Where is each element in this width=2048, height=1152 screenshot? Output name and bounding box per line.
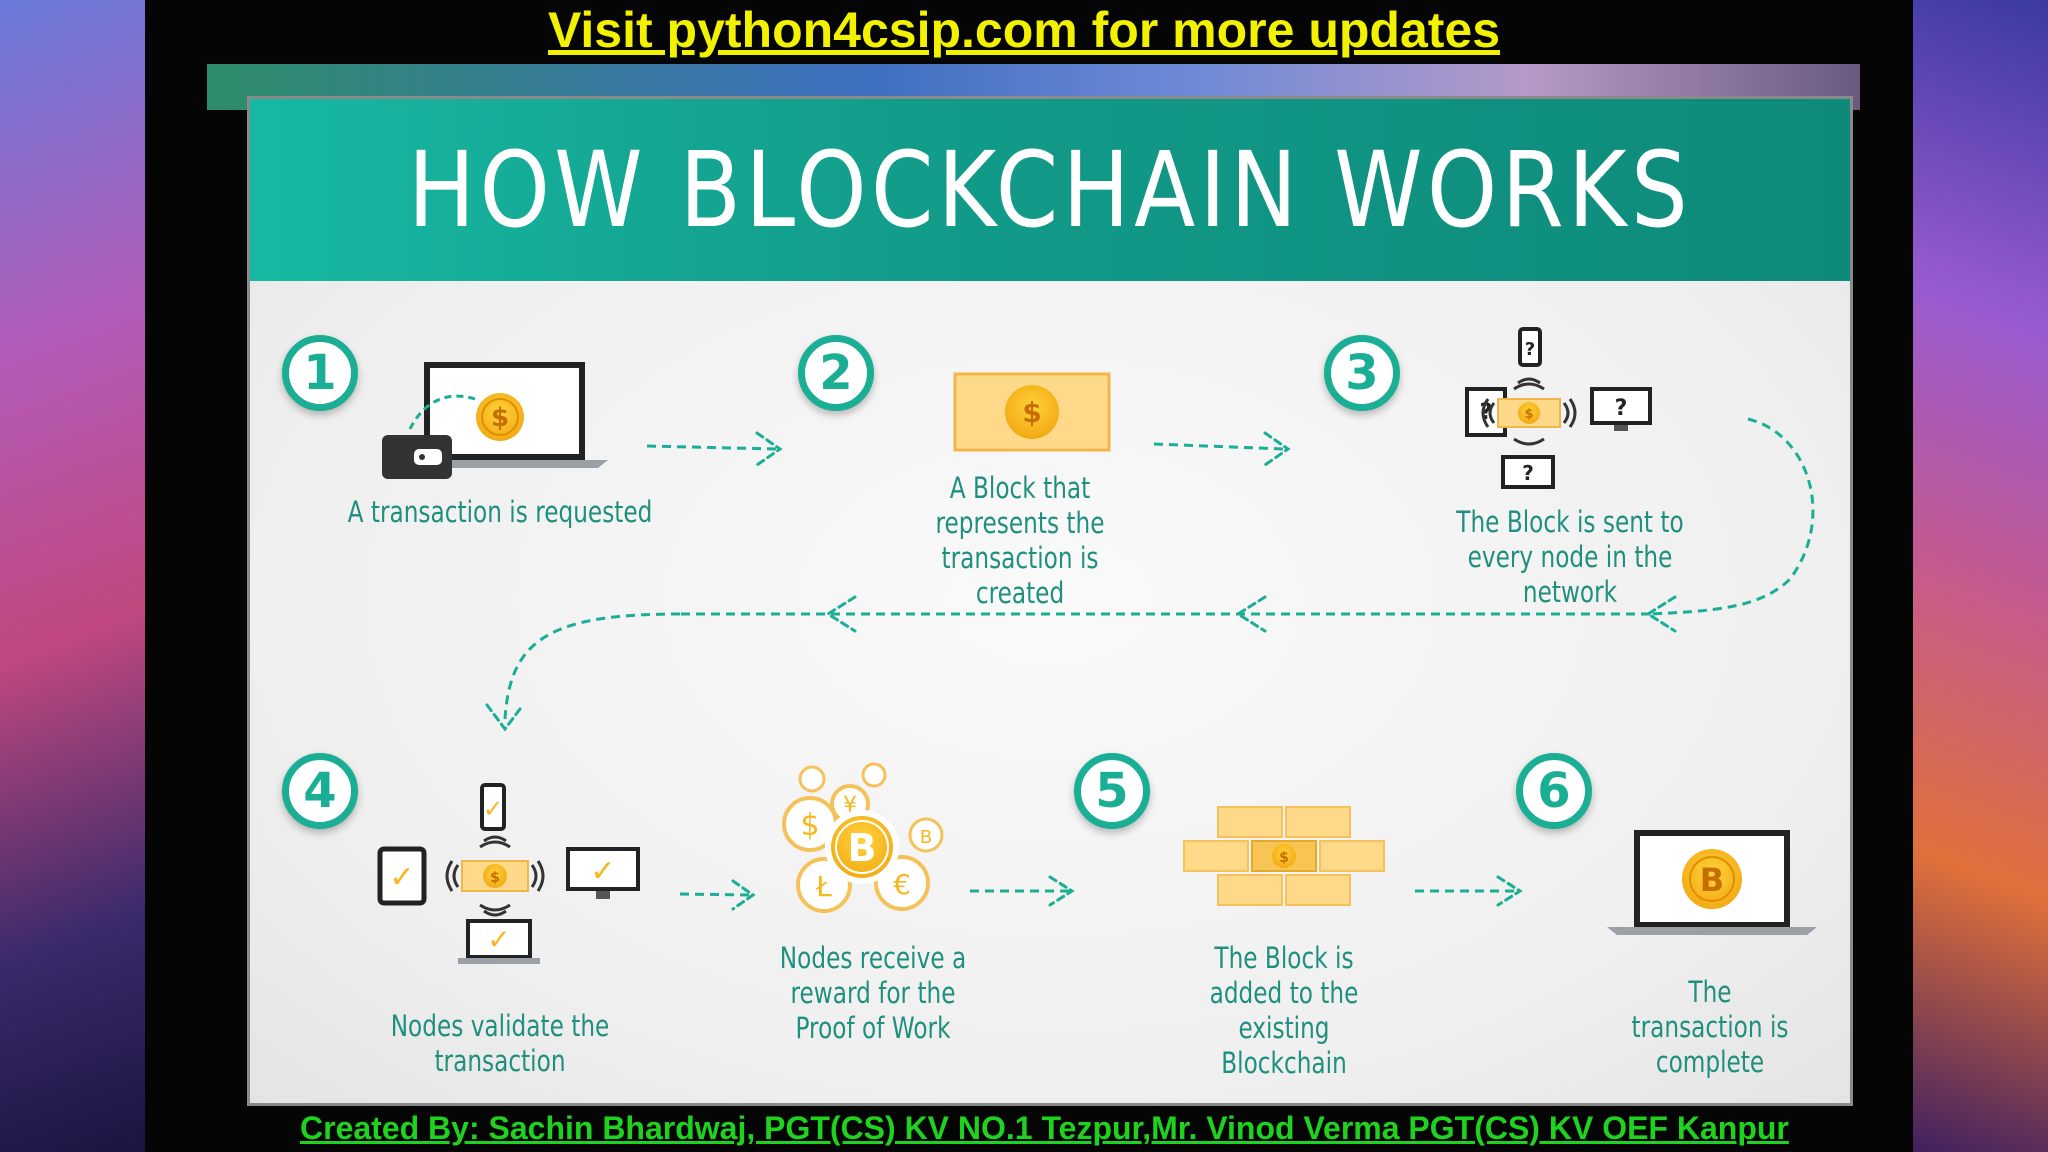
bitcoin-symbol: B (920, 827, 932, 848)
question-symbol: ? (1522, 461, 1534, 485)
network-broadcast-icon: ? ? ? ? $ (1465, 327, 1652, 489)
euro-symbol: € (893, 868, 911, 901)
caption-reward: Nodes receive a reward for the Proof of … (779, 941, 967, 1045)
caption-step-2: A Block that represents the transaction … (935, 471, 1105, 610)
step-number-6: 6 (1516, 753, 1592, 829)
background-right-panel (1913, 0, 2048, 1152)
top-banner-link[interactable]: Visit python4csip.com for more updates (547, 2, 1501, 58)
bitcoin-symbol: B (848, 826, 877, 870)
dollar-symbol: $ (490, 870, 500, 886)
check-symbol: ✓ (487, 923, 510, 956)
step-number-5: 5 (1074, 753, 1150, 829)
bitcoin-symbol: B (1700, 861, 1724, 899)
caption-step-4: Nodes validate the transaction (390, 1009, 610, 1078)
reward-coins-icon: ¥ $ B Ł € B (782, 762, 944, 913)
arrow-1-to-2 (646, 444, 778, 451)
litecoin-symbol: Ł (815, 870, 832, 903)
check-symbol: ✓ (483, 795, 503, 823)
blockchain-bricks-icon: $ (1183, 806, 1385, 906)
block-icon: $ (953, 372, 1111, 452)
check-symbol: ✓ (590, 854, 615, 889)
arrow-3-curve (1649, 417, 1815, 616)
question-symbol: ? (1615, 396, 1628, 421)
dollar-symbol: $ (1524, 407, 1533, 422)
laptop-complete-icon: B (1607, 830, 1817, 935)
caption-step-6: The transaction is complete (1631, 975, 1789, 1079)
slide-title: HOW BLOCKCHAIN WORKS (407, 129, 1693, 251)
caption-step-3: The Block is sent to every node in the n… (1456, 505, 1684, 609)
check-symbol: ✓ (389, 860, 414, 895)
step-number-4: 4 (282, 753, 358, 829)
dollar-symbol: $ (800, 808, 819, 843)
background-left-panel (0, 0, 145, 1152)
question-symbol: ? (1525, 339, 1535, 360)
caption-step-1: A transaction is requested (347, 495, 653, 529)
wallet-to-laptop-arrow (408, 394, 476, 430)
arrow-2-to-3 (1153, 442, 1285, 451)
step-number-2: 2 (798, 335, 874, 411)
caption-step-5: The Block is added to the existing Block… (1209, 941, 1359, 1080)
flow-graphics: $ $ ? ? ? ? $ (377, 327, 1817, 964)
wallet-icon (382, 435, 452, 479)
arrow-4-to-reward (679, 892, 751, 897)
step-number-3: 3 (1324, 335, 1400, 411)
bottom-banner-credits: Created By: Sachin Bhardwaj, PGT(CS) KV … (300, 1110, 1789, 1146)
flow-arrows (503, 417, 1815, 897)
arrow-down-to-4 (503, 612, 681, 720)
dollar-symbol: $ (491, 403, 509, 433)
dollar-symbol: $ (1279, 850, 1289, 866)
slide-infographic: HOW BLOCKCHAIN WORKS 1 2 3 4 5 6 A trans… (247, 96, 1853, 1106)
validation-network-icon: ✓ ✓ ✓ ✓ $ (377, 783, 640, 964)
arrowheads (485, 431, 1677, 911)
dollar-symbol: $ (1022, 396, 1041, 429)
slide-header (250, 99, 1850, 281)
step-number-1: 1 (282, 335, 358, 411)
coin-icon-step-1: $ (476, 393, 524, 441)
